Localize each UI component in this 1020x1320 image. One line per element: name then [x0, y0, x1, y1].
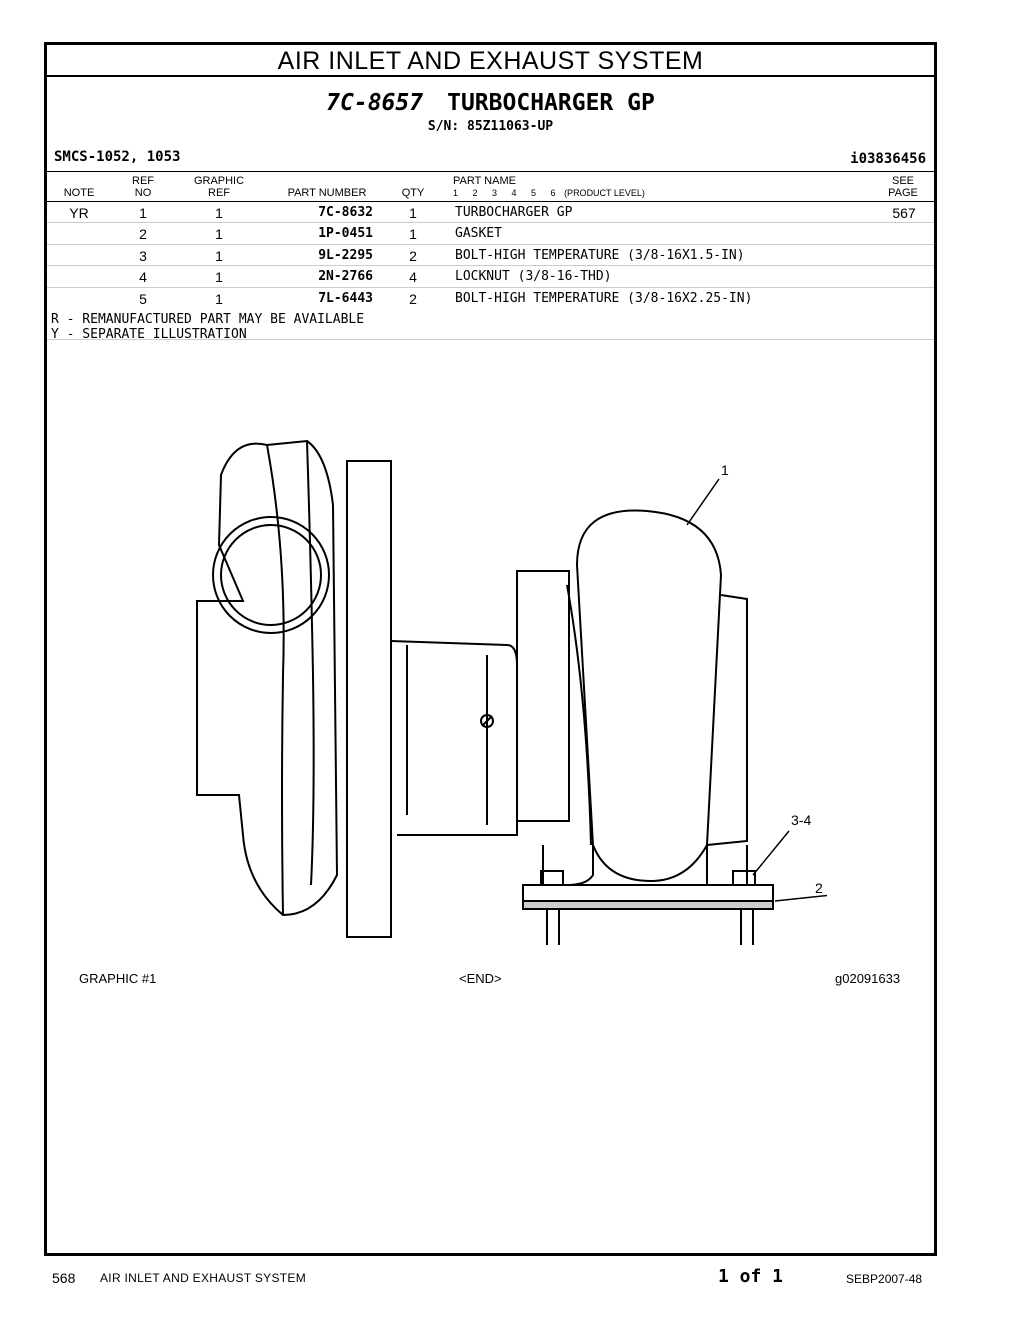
- turbine-housing: [575, 509, 723, 883]
- group-name: TURBOCHARGER GP: [447, 90, 655, 116]
- cell-qty: 2: [409, 290, 417, 307]
- locknut-right: [732, 870, 756, 886]
- cell-ref: 4: [139, 269, 147, 286]
- graphic-label: GRAPHIC #1: [79, 971, 157, 986]
- col-part-number: PART NUMBER: [287, 187, 367, 199]
- callout-3-4: 3-4: [791, 812, 811, 828]
- cell-page: 567: [892, 205, 916, 221]
- callout-2: 2: [815, 880, 823, 896]
- cell-note: YR: [69, 205, 89, 221]
- header-divider: [47, 171, 934, 172]
- cell-ref: 2: [139, 226, 147, 243]
- smcs-code: SMCS-1052, 1053: [54, 149, 181, 165]
- callout-1: 1: [721, 462, 729, 478]
- flange-left: [542, 845, 594, 886]
- cell-pn: 7L-6443: [318, 290, 373, 306]
- table-row: 5 1 7L-6443 2 BOLT-HIGH TEMPERATURE (3/8-16X…: [47, 286, 934, 308]
- cell-qty: 4: [409, 269, 417, 286]
- cell-ref: 5: [139, 290, 147, 307]
- col-see-bottom: PAGE: [888, 187, 918, 199]
- bolt-right: [740, 909, 754, 945]
- group-number: 7C-8657: [326, 90, 424, 116]
- compressor-rim: [306, 440, 315, 886]
- table-row: YR 1 1 7C-8632 1 TURBOCHARGER GP 567: [47, 201, 934, 222]
- cell-qty: 1: [409, 226, 417, 243]
- cell-gref: 1: [215, 226, 223, 243]
- turbine-flange: [516, 570, 570, 822]
- col-qty: QTY: [401, 187, 425, 199]
- table-row: 3 1 9L-2295 2 BOLT-HIGH TEMPERATURE (3/8-16X…: [47, 243, 934, 265]
- base-flange: [522, 884, 774, 902]
- graphic-id: g02091633: [835, 971, 901, 986]
- locknut-left: [540, 870, 564, 886]
- cell-ref: 1: [139, 205, 147, 221]
- serial-range: S/N: 85Z11063-UP: [427, 119, 554, 134]
- flange-right: [706, 845, 748, 886]
- col-note: NOTE: [63, 187, 95, 199]
- center-housing-lines: [406, 645, 488, 825]
- illustration-id: i03836456: [850, 151, 926, 167]
- turbine-seam: [566, 584, 592, 846]
- cell-name: LOCKNUT (3/8-16-THD): [455, 269, 612, 285]
- cell-qty: 1: [409, 205, 417, 221]
- backplate: [346, 460, 392, 938]
- cell-qty: 2: [409, 247, 417, 264]
- turbine-inlet: [706, 594, 748, 846]
- gasket: [522, 900, 774, 910]
- group-title: 7C-8657 TURBOCHARGER GP: [47, 89, 934, 117]
- cell-pn: 7C-8632: [318, 205, 373, 220]
- notes: R - REMANUFACTURED PART MAY BE AVAILABLE…: [51, 312, 364, 342]
- leader-3-4: [752, 830, 790, 876]
- oil-port-mark: [481, 715, 493, 727]
- col-ref-bottom: NO: [134, 187, 152, 199]
- footer-page-number: 568: [52, 1270, 76, 1286]
- note-y: Y - SEPARATE ILLUSTRATION: [51, 327, 247, 342]
- level-numbers: 1 2 3 4 5 6: [453, 188, 562, 198]
- cell-pn: 2N-2766: [318, 269, 373, 285]
- cell-pn: 9L-2295: [318, 247, 373, 263]
- col-see-page: SEE PAGE: [885, 175, 921, 199]
- cell-name: BOLT-HIGH TEMPERATURE (3/8-16X2.25-IN): [455, 290, 753, 306]
- col-ref: REF NO: [127, 175, 159, 199]
- leader-1: [686, 478, 720, 526]
- cell-gref: 1: [215, 247, 223, 264]
- cell-gref: 1: [215, 205, 223, 221]
- table-row: 2 1 1P-0451 1 GASKET: [47, 222, 934, 243]
- compressor-outlet: [212, 516, 330, 634]
- cell-name: GASKET: [455, 226, 502, 242]
- col-part-name: PART NAME 1 2 3 4 5 6 (PRODUCT LEVEL): [453, 175, 713, 199]
- footer-page-of: 1 of 1: [718, 1266, 784, 1287]
- col-levels: 1 2 3 4 5 6 (PRODUCT LEVEL): [453, 187, 713, 199]
- compressor-edge: [266, 444, 285, 916]
- end-label: <END>: [459, 971, 502, 986]
- compressor-housing: [196, 439, 339, 917]
- col-part-name-label: PART NAME: [453, 175, 516, 187]
- section-title: AIR INLET AND EXHAUST SYSTEM: [47, 45, 934, 77]
- compressor-outlet-inner: [220, 524, 322, 626]
- footer-section: AIR INLET AND EXHAUST SYSTEM: [100, 1271, 307, 1285]
- col-gref-top: GRAPHIC: [193, 175, 245, 187]
- bolt-left: [546, 909, 560, 945]
- cell-name: TURBOCHARGER GP: [455, 205, 573, 220]
- turbocharger-illustration: 1 3-4 2 5-4: [196, 439, 827, 945]
- table-row: 4 1 2N-2766 4 LOCKNUT (3/8-16-THD): [47, 265, 934, 286]
- cell-name: BOLT-HIGH TEMPERATURE (3/8-16X1.5-IN): [455, 247, 745, 263]
- col-graphic-ref: GRAPHIC REF: [189, 175, 249, 199]
- cell-gref: 1: [215, 290, 223, 307]
- center-housing: [390, 640, 518, 836]
- cell-pn: 1P-0451: [318, 226, 373, 242]
- oil-port: [480, 714, 494, 728]
- cell-gref: 1: [215, 269, 223, 286]
- cell-ref: 3: [139, 247, 147, 264]
- notes-divider: [47, 339, 934, 340]
- note-r: R - REMANUFACTURED PART MAY BE AVAILABLE: [51, 312, 365, 327]
- leader-2: [774, 894, 827, 902]
- col-ref-top: REF: [132, 175, 154, 187]
- col-see-top: SEE: [891, 175, 914, 187]
- product-level-label: (PRODUCT LEVEL): [564, 188, 645, 198]
- col-gref-bottom: REF: [208, 187, 230, 199]
- footer-book-id: SEBP2007-48: [846, 1272, 923, 1286]
